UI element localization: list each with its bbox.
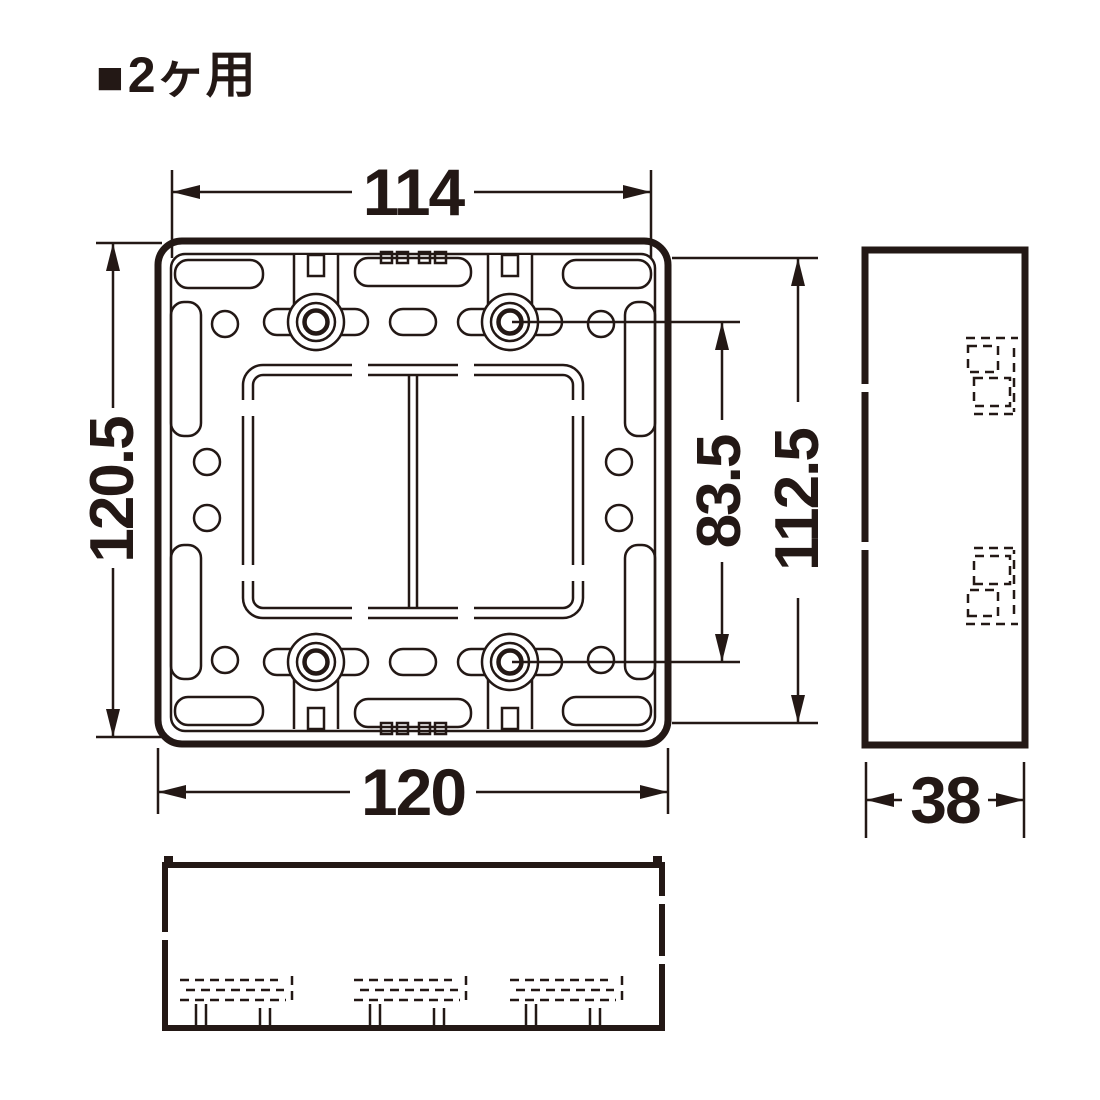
dim-label-120-5: 120.5 [78, 417, 147, 563]
dimension-bottom-width: 120 [156, 748, 670, 829]
center-edge-slots [353, 250, 473, 736]
dimension-right-height: 112.5 [672, 256, 832, 725]
small-holes [192, 309, 634, 675]
side-wall-reliefs [169, 300, 657, 681]
dimension-screw-pitch: 83.5 [512, 320, 754, 664]
dim-label-112-5: 112.5 [763, 429, 832, 571]
side-outline [861, 246, 1029, 749]
side-view [860, 246, 1029, 749]
front-inner-wall [169, 252, 657, 733]
bottom-outline [162, 862, 665, 1031]
screw-boss-bottom-left [288, 634, 344, 729]
dim-label-83-5: 83.5 [685, 435, 754, 548]
dim-label-38: 38 [910, 763, 980, 837]
title-square-marker: ■ [96, 51, 124, 103]
corner-slots [173, 258, 653, 727]
drawing-title: ■ 2ヶ用 [96, 50, 256, 100]
front-view [154, 237, 672, 748]
title-label: 2ヶ用 [127, 47, 256, 103]
dimension-top-width: 114 [170, 155, 653, 258]
device-opening [238, 360, 588, 623]
screw-boss-top-left [288, 255, 344, 350]
screw-boss-top-right [482, 255, 538, 350]
dim-label-114: 114 [363, 155, 466, 229]
dimension-left-height: 120.5 [78, 241, 162, 739]
bottom-view [160, 856, 667, 1031]
dim-label-120: 120 [361, 755, 465, 829]
dimension-depth: 38 [864, 762, 1026, 838]
screw-boss-bottom-right [482, 634, 538, 729]
